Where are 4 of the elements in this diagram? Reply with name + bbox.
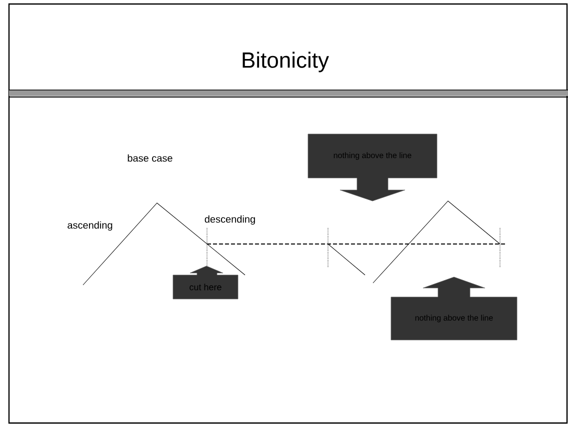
text-label: ascending	[68, 221, 112, 231]
text-label: descending	[204, 215, 255, 225]
text-label: base case	[128, 154, 172, 162]
title: Bitonicity	[242, 52, 329, 72]
